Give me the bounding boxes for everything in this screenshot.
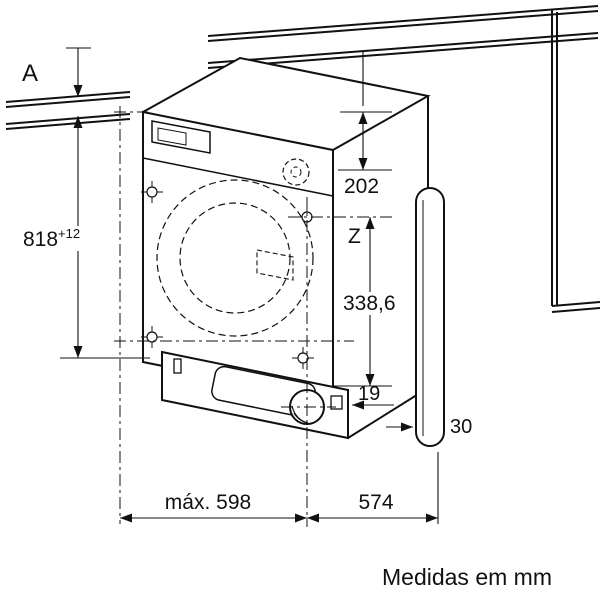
dimension-height-value: 818 [23, 228, 59, 251]
mounting-point-bottom-right [292, 347, 314, 369]
washer-top-face [142, 56, 431, 151]
dimension-label-max-width: máx. 598 [164, 491, 252, 514]
dimension-label-gap: 19 [358, 383, 381, 405]
dimension-depth-574 [307, 452, 439, 524]
door-handle-recess [256, 249, 294, 281]
worktop-left-stub [5, 91, 131, 130]
washer-body [142, 56, 431, 439]
dimension-label-hinge-offset: 338,6 [340, 292, 399, 315]
knob-side-block [330, 395, 343, 410]
base-latch [173, 358, 182, 374]
drum-outline-inner [179, 202, 291, 314]
display-window-inner [157, 127, 187, 146]
units-note: Medidas em mm [382, 564, 552, 590]
dimension-height-tolerance: +12 [58, 226, 81, 241]
section-view-label: A [22, 60, 39, 87]
worktop-lines [207, 5, 599, 69]
mounting-point-bottom-left [141, 326, 163, 348]
program-dial-inner [290, 166, 302, 178]
dimension-top-offset-202 [338, 52, 392, 171]
dimension-label-door-thickness: 30 [450, 416, 473, 438]
program-dial [282, 158, 310, 186]
mounting-points [141, 181, 318, 369]
display-window [151, 120, 211, 154]
dimension-label-top-offset: 202 [344, 175, 380, 198]
mounting-point-top-left [141, 181, 163, 203]
control-panel-bottom-edge [142, 157, 334, 197]
cabinet-side-panel [551, 10, 600, 313]
hinge-point-label: Z [348, 225, 361, 248]
furniture-door-panel [415, 187, 445, 447]
drum-outline-outer [156, 179, 314, 337]
reference-centerlines [114, 106, 396, 527]
dimension-label-height: 818+12 [20, 226, 84, 251]
dimension-label-depth: 574 [358, 491, 394, 514]
washer-bottom-back-edge [347, 387, 429, 439]
